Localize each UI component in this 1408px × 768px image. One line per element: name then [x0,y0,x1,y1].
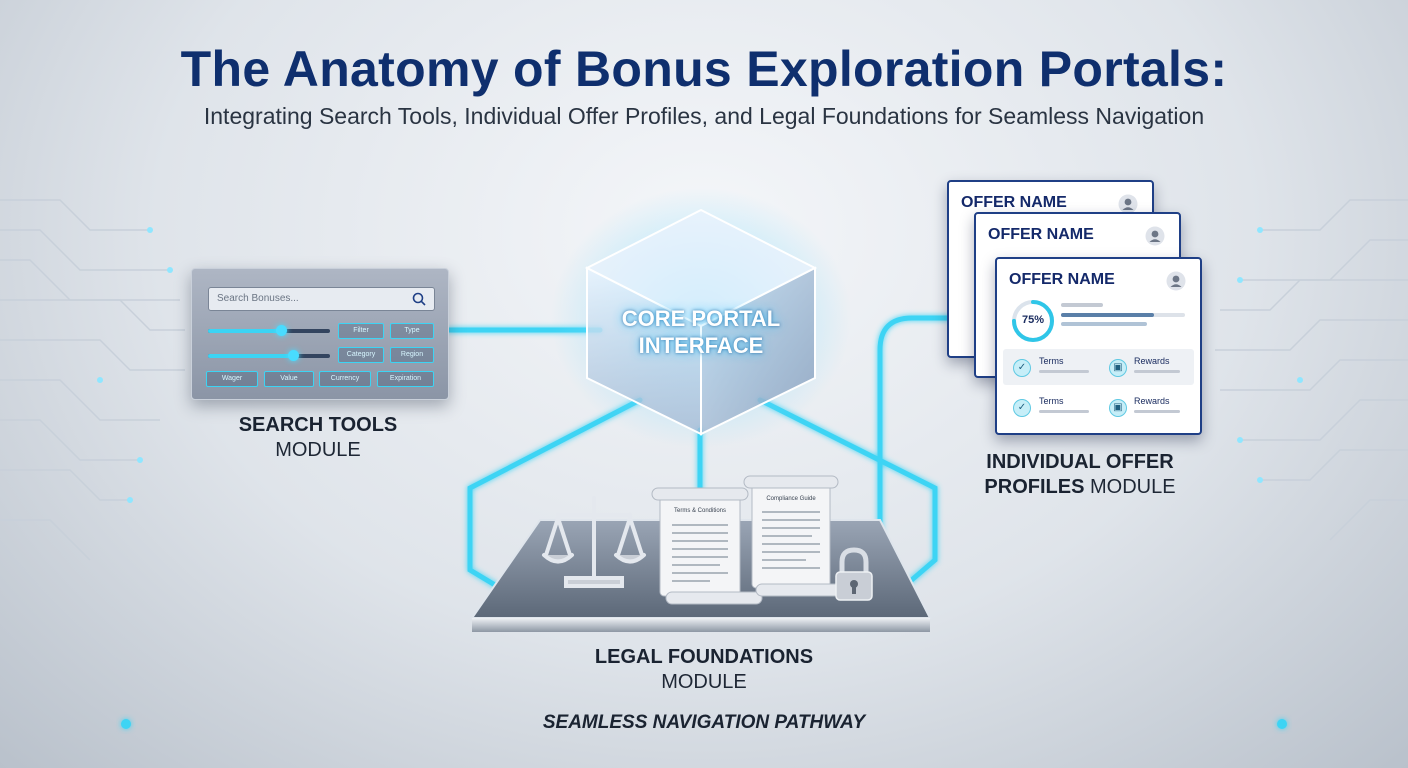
user-icon [1145,226,1165,246]
slider-1-knob[interactable] [276,325,287,336]
chip-region[interactable]: Region [390,347,434,363]
page-title: The Anatomy of Bonus Exploration Portals… [180,41,1228,97]
offer-item-line [1039,410,1089,413]
search-tools-label-normal: MODULE [275,439,361,461]
offer-profiles-module-label: INDIVIDUAL OFFER PROFILES MODULE [950,450,1210,500]
offer-card-title: OFFER NAME [1009,271,1115,288]
chip-value[interactable]: Value [264,371,314,387]
user-icon [1166,271,1186,291]
search-input[interactable]: Search Bonuses... [208,287,435,311]
slider-1-fill [208,329,281,333]
chip-wager[interactable]: Wager [206,371,258,387]
offer-card-front[interactable]: OFFER NAME 75% ✓ Terms ▣ Rewards ✓ Terms… [995,257,1202,435]
progress-gauge-text: 75% [1021,314,1045,326]
offer-item-line [1039,370,1089,373]
core-portal-line2: INTERFACE [638,333,764,358]
offer-profiles-label-normal: MODULE [1090,476,1176,498]
user-icon [1118,194,1138,214]
offer-item-line [1134,370,1180,373]
scroll-title-compliance: Compliance Guide [766,496,816,502]
navigation-pathway-label: SEAMLESS NAVIGATION PATHWAY [542,712,866,733]
scroll-icon-compliance [743,475,851,597]
search-tools-panel: Search Bonuses... Filter Type Category R… [191,268,449,400]
search-placeholder: Search Bonuses... [217,293,299,304]
circuit-nodes-left [97,227,173,503]
navigation-pathway-line [121,719,1287,729]
chip-type[interactable]: Type [390,323,434,339]
chip-currency[interactable]: Currency [319,371,371,387]
offer-item-terms: Terms [1039,356,1064,366]
offer-profiles-label-bold-1: INDIVIDUAL OFFER [986,451,1174,473]
slider-2-fill [208,354,293,358]
offer-profiles-label-bold-2: PROFILES [984,476,1085,498]
filter-slider-2[interactable] [208,350,330,361]
gift-icon[interactable]: ▣ [1109,399,1127,417]
offer-item-rewards: Rewards [1134,356,1170,366]
offer-card-title: OFFER NAME [988,226,1094,243]
document-check-icon[interactable]: ✓ [1013,359,1031,377]
offer-item-rewards: Rewards [1134,396,1170,406]
legal-foundations-module-label: LEGAL FOUNDATIONS MODULE [560,645,848,695]
core-portal-line1: CORE PORTAL [621,306,781,331]
scales-icon [542,496,646,588]
chip-category[interactable]: Category [338,347,384,363]
offer-item-line [1134,410,1180,413]
circuit-nodes-right [1237,227,1303,483]
search-tools-module-label: SEARCH TOOLS MODULE [200,413,436,463]
chip-expiration[interactable]: Expiration [377,371,434,387]
slider-2-knob[interactable] [288,350,299,361]
detail-bar-fill [1061,313,1154,317]
search-tools-label-bold: SEARCH TOOLS [238,414,398,436]
gift-icon[interactable]: ▣ [1109,359,1127,377]
page-subtitle: Integrating Search Tools, Individual Off… [203,103,1205,129]
scroll-title-terms: Terms & Conditions [673,508,727,514]
progress-gauge [1012,300,1054,342]
filter-slider-1[interactable] [208,325,330,336]
circuit-lines-right [1215,199,1408,541]
core-portal-label: CORE PORTAL INTERFACE [585,305,817,359]
offer-row-1 [1003,349,1194,385]
circuit-lines-left [0,199,185,561]
detail-bar [1061,322,1147,326]
chip-filter[interactable]: Filter [338,323,384,339]
lock-icon [835,547,873,601]
scroll-icon-terms [651,487,763,605]
legal-foundations-label-bold: LEGAL FOUNDATIONS [594,646,814,668]
legal-foundations-label-normal: MODULE [661,671,747,693]
offer-card-title: OFFER NAME [961,194,1067,211]
document-check-icon[interactable]: ✓ [1013,399,1031,417]
offer-item-terms: Terms [1039,396,1064,406]
search-icon[interactable] [412,292,426,306]
detail-bar [1061,303,1103,307]
core-portal-cube [551,188,851,448]
